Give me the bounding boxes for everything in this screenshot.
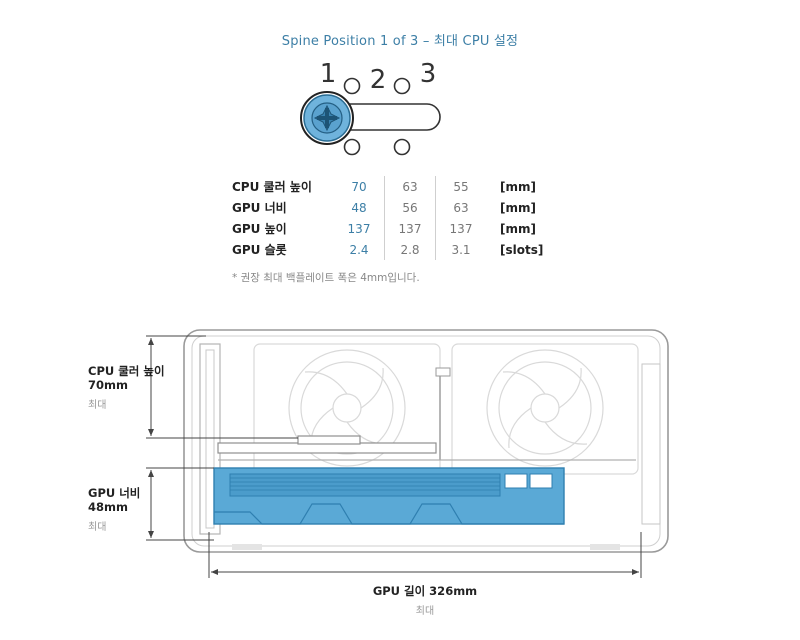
row-label: GPU 높이 [232,222,287,236]
value-pos1: 137 [347,221,371,236]
row-label: GPU 슬롯 [232,243,287,257]
table-row: GPU 높이 137 137 137 [mm] [232,218,543,239]
value-pos2: 56 [384,197,436,218]
value-pos2: 137 [384,218,436,239]
position-label-1: 1 [320,59,337,89]
foot-right [590,544,620,550]
right-bracket [641,363,661,525]
page-title: Spine Position 1 of 3 – 최대 CPU 설정 [281,34,519,49]
value-pos2: 2.8 [384,239,436,260]
gpu-length-label: GPU 길이 326mm [372,584,478,598]
gpu-length-dimension [208,532,642,578]
value-pos1: 48 [351,200,367,215]
spec-table: CPU 쿨러 높이 70 63 55 [mm] GPU 너비 48 56 63 … [232,176,543,260]
table-row: GPU 너비 48 56 63 [mm] [232,197,543,218]
position-hole-bottom-1 [343,138,361,156]
unit: [mm] [500,221,536,236]
value-pos3: 63 [435,197,486,218]
value-pos1: 2.4 [349,242,369,257]
gpu-shroud [214,503,564,525]
cpu-height-sub: 최대 [88,400,107,411]
position-hole-bottom-2 [393,138,411,156]
fan-right [451,343,639,475]
unit: [slots] [500,242,544,257]
gpu-width-sub: 최대 [88,522,107,533]
position-label-2: 2 [370,65,387,95]
position-hole-top-1 [343,77,361,95]
unit: [mm] [500,200,536,215]
unit: [mm] [500,179,536,194]
row-label: CPU 쿨러 높이 [232,180,312,194]
gpu-width-dimension [146,467,214,541]
case-diagram [146,329,669,578]
value-pos3: 3.1 [435,239,486,260]
cpu-height-label: CPU 쿨러 높이 70mm [88,364,165,392]
backplate-note: * 권장 최대 백플레이트 폭은 4mm입니다. [232,272,420,284]
foot-left [232,544,262,550]
gpu-power-connector [504,473,528,489]
cpu-cooler [297,435,361,445]
gpu-width-label: GPU 너비 48mm [88,486,141,514]
value-pos3: 137 [435,218,486,239]
cpu-height-dimension [146,335,298,439]
gpu-heatsink-fins [230,477,500,491]
row-label: GPU 너비 [232,201,287,215]
position-label-3: 3 [420,59,437,89]
gpu [213,467,565,525]
position-hole-top-2 [393,77,411,95]
value-pos1: 70 [351,179,367,194]
value-pos3: 55 [435,176,486,197]
value-pos2: 63 [384,176,436,197]
table-row: CPU 쿨러 높이 70 63 55 [mm] [232,176,543,197]
table-row: GPU 슬롯 2.4 2.8 3.1 [slots] [232,239,543,260]
screw-icon [300,91,354,145]
spine-position-selector: 1 2 3 [300,59,441,156]
gpu-length-sub: 최대 [415,606,435,617]
